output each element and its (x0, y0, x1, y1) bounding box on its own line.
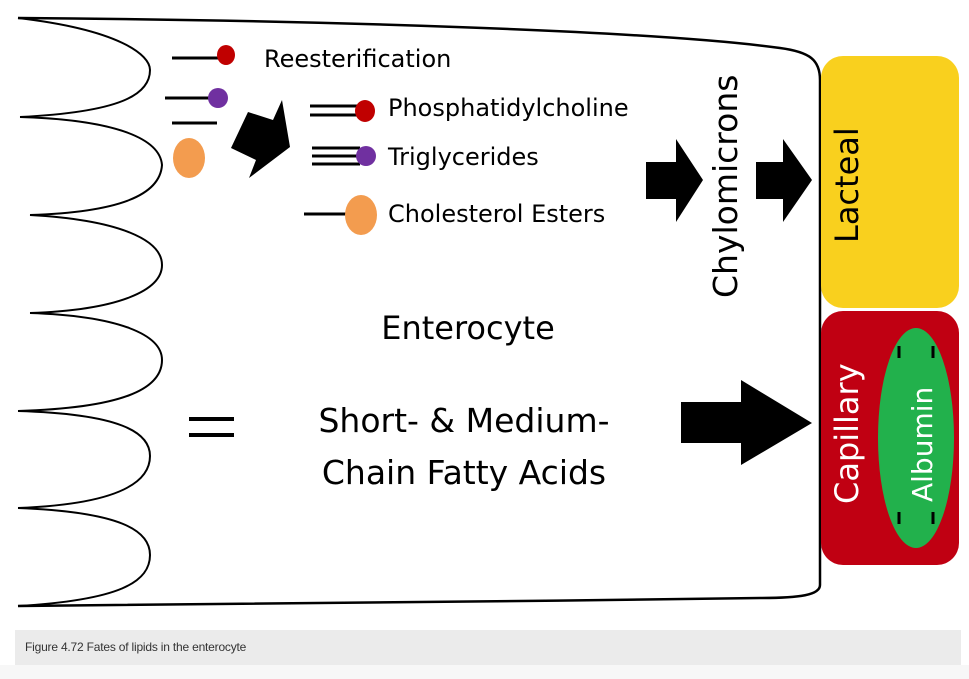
short-medium-label-line2: Chain Fatty Acids (322, 453, 606, 492)
arrow-to-chylomicrons-icon (646, 139, 703, 222)
lacteal-label: Lacteal (828, 127, 866, 243)
fatty-acid-red-icon (172, 45, 235, 65)
fatty-acid-purple-icon (165, 88, 228, 108)
product-label-triglycerides: Triglycerides (387, 143, 539, 171)
triglyceride-icon (312, 146, 376, 166)
short-medium-fatty-acid-icon (189, 417, 234, 437)
cholesterol-icon (173, 138, 205, 178)
page-bottom-strip (0, 665, 969, 679)
arrow-to-capillary-icon (681, 380, 812, 465)
enterocyte-label: Enterocyte (381, 309, 555, 347)
short-medium-label-line1: Short- & Medium- (318, 401, 609, 440)
product-label-cholesterol-esters: Cholesterol Esters (388, 200, 605, 228)
albumin-ellipse (878, 328, 954, 548)
figure-caption-bar: Figure 4.72 Fates of lipids in the enter… (15, 630, 961, 665)
microvilli (17, 17, 164, 607)
lacteal-box (821, 56, 959, 308)
reesterification-arrow-icon (231, 100, 290, 178)
product-label-phosphatidylcholine: Phosphatidylcholine (388, 94, 629, 122)
arrow-to-lacteal-icon (756, 139, 812, 222)
reesterification-label: Reesterification (264, 45, 451, 73)
enterocyte-diagram: Reesterification Phosphatidylcholine Tri… (17, 16, 959, 608)
cholesterol-ester-icon (304, 195, 377, 235)
albumin-label: Albumin (906, 387, 939, 502)
capillary-label: Capillary (828, 363, 866, 504)
enterocyte-outline (17, 16, 822, 608)
chylomicrons-label: Chylomicrons (706, 75, 745, 298)
figure-caption: Figure 4.72 Fates of lipids in the enter… (25, 640, 247, 654)
phosphatidylcholine-icon (310, 100, 375, 122)
